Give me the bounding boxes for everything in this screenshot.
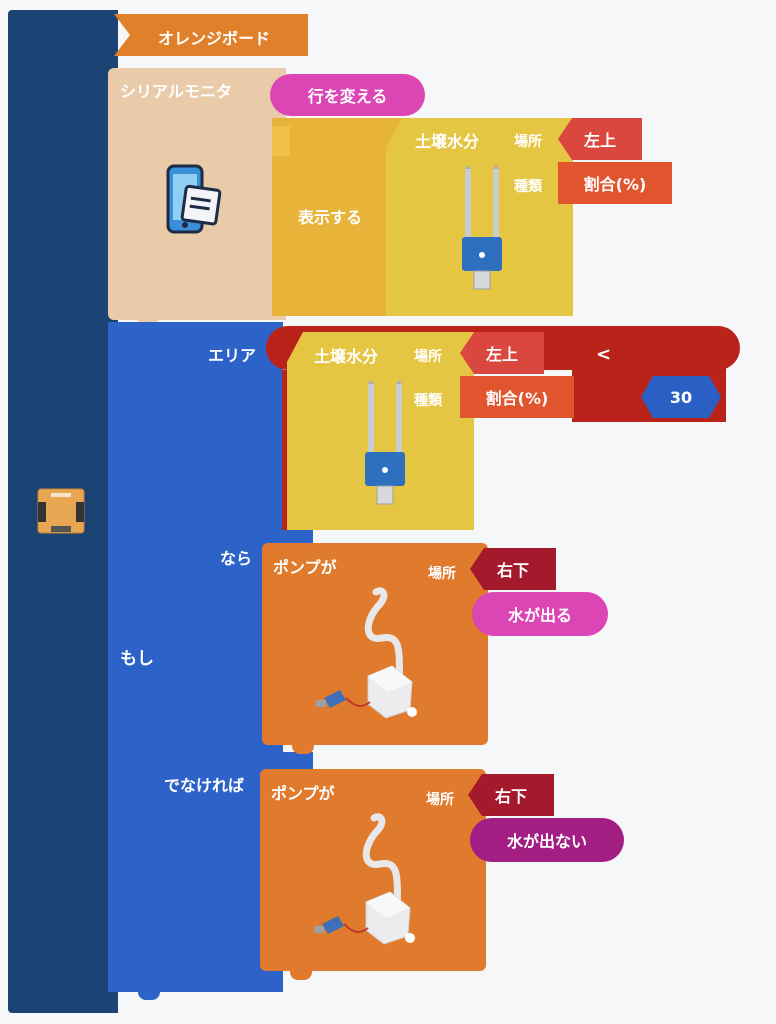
soil-moisture-label: 土壌水分 xyxy=(415,132,480,151)
display-label: 表示する xyxy=(298,208,363,227)
pump-action-value: 水が出る xyxy=(507,606,572,625)
pump-action-dropdown[interactable]: 水が出ない xyxy=(470,818,624,862)
water-pump-icon xyxy=(312,586,422,726)
pump-block-notch xyxy=(292,744,314,754)
display-block[interactable] xyxy=(272,118,402,316)
if-label: もし xyxy=(120,649,154,669)
location-value: 左上 xyxy=(583,131,616,150)
soil-sensor-icon xyxy=(360,380,410,512)
then-label: なら xyxy=(220,549,253,568)
pump-block-else[interactable] xyxy=(260,769,486,971)
serial-monitor-label: シリアルモニタ xyxy=(120,82,232,101)
pump-block-notch xyxy=(290,970,312,980)
orange-board-icon xyxy=(37,488,85,534)
board-block-label: オレンジボード xyxy=(158,29,271,48)
threshold-number-input[interactable]: 30 xyxy=(641,376,721,418)
pump-action-value: 水が出ない xyxy=(506,832,587,851)
location-key-label: 場所 xyxy=(414,349,442,365)
pump-block-then[interactable] xyxy=(262,543,488,745)
if-block-foot xyxy=(108,970,283,992)
location-dropdown[interactable]: 右下 xyxy=(470,548,556,590)
location-key-label: 場所 xyxy=(514,134,542,150)
threshold-value: 30 xyxy=(669,387,693,407)
type-key-label: 種類 xyxy=(514,179,542,195)
pump-action-dropdown[interactable]: 水が出る xyxy=(472,592,608,636)
location-value: 右下 xyxy=(496,561,529,580)
if-else-block[interactable] xyxy=(108,322,283,992)
area-label: エリア xyxy=(208,346,257,365)
if-block-arm xyxy=(108,530,313,544)
location-dropdown[interactable]: 左上 xyxy=(558,118,642,160)
location-key-label: 場所 xyxy=(428,566,456,582)
if-block-notch xyxy=(138,986,160,1000)
location-key-label: 場所 xyxy=(426,792,454,808)
newline-block[interactable]: 行を変える xyxy=(270,74,425,116)
location-dropdown[interactable]: 左上 xyxy=(460,332,544,374)
pump-label: ポンプが xyxy=(271,784,335,803)
location-dropdown[interactable]: 右下 xyxy=(468,774,554,816)
else-label: でなければ xyxy=(164,776,245,795)
phone-monitor-icon xyxy=(160,162,222,238)
type-value: 割合(%) xyxy=(485,389,549,408)
pump-label: ポンプが xyxy=(273,558,337,577)
water-pump-icon xyxy=(310,812,420,952)
board-block[interactable]: オレンジボード xyxy=(114,14,308,56)
location-value: 右下 xyxy=(494,787,527,806)
type-dropdown[interactable]: 割合(%) xyxy=(460,376,574,418)
newline-label: 行を変える xyxy=(307,87,388,106)
display-block-tab xyxy=(272,126,290,156)
location-value: 左上 xyxy=(485,345,518,364)
type-key-label: 種類 xyxy=(414,393,442,409)
if-block-arm xyxy=(108,752,313,772)
type-value: 割合(%) xyxy=(583,175,647,194)
compare-operator[interactable]: < xyxy=(596,344,612,365)
type-dropdown[interactable]: 割合(%) xyxy=(558,162,672,204)
soil-sensor-icon xyxy=(457,165,507,297)
soil-moisture-label: 土壌水分 xyxy=(314,347,379,366)
